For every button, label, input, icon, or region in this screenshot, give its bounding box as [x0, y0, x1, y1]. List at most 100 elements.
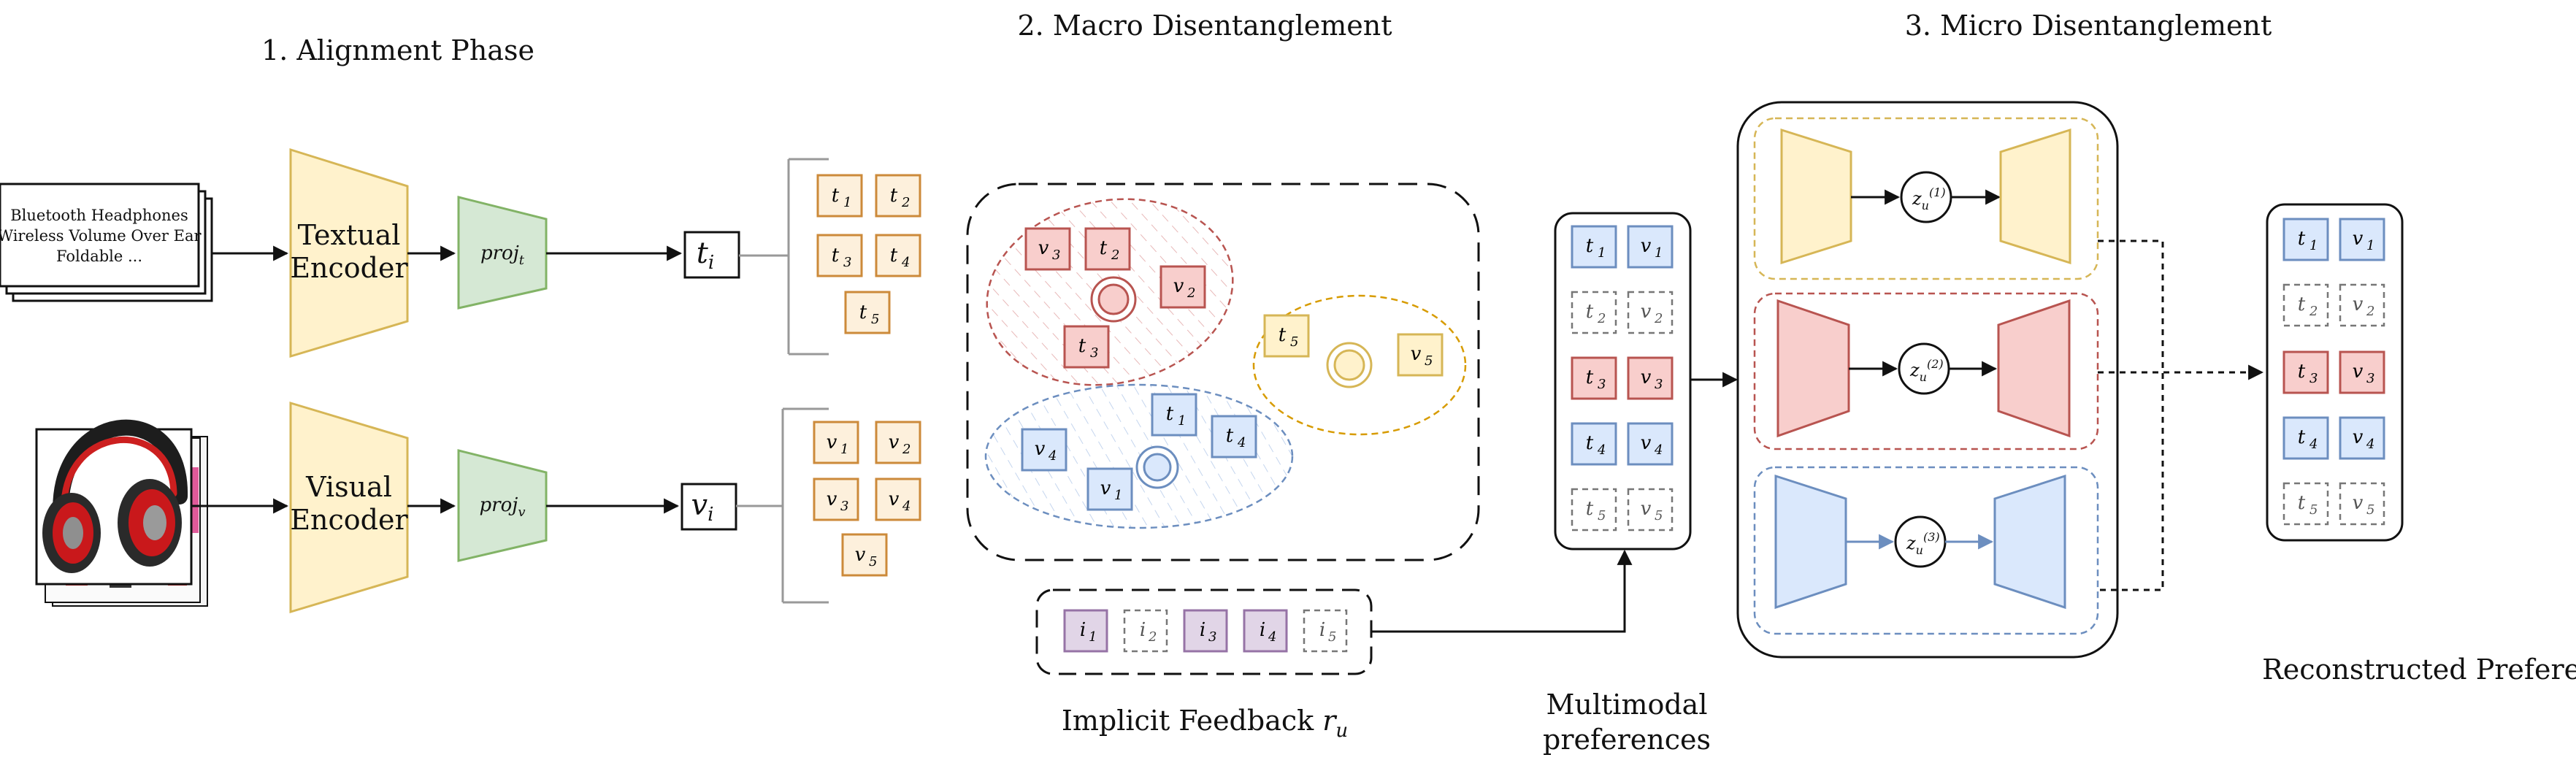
- text-embedding-box: [683, 231, 740, 279]
- latent-z1-label: zu(1): [1912, 185, 1946, 212]
- svg-text:v: v: [2353, 361, 2364, 383]
- svg-text:t: t: [1166, 403, 1174, 425]
- svg-text:v: v: [2353, 228, 2364, 250]
- textual-encoder: [289, 147, 409, 358]
- svg-text:4: 4: [1237, 435, 1246, 450]
- vae-3-frame: [1753, 466, 2099, 635]
- textual-encoder-label-1: Textual: [298, 219, 401, 251]
- svg-text:v: v: [1641, 235, 1652, 257]
- svg-text:3: 3: [1090, 345, 1098, 361]
- svg-text:t: t: [2298, 492, 2306, 514]
- svg-text:4: 4: [1268, 629, 1276, 645]
- svg-text:5: 5: [1655, 508, 1663, 523]
- svg-text:2: 2: [901, 195, 910, 210]
- svg-text:1: 1: [2366, 238, 2374, 253]
- svg-text:2: 2: [1111, 248, 1119, 263]
- text-bracket: [739, 158, 829, 356]
- svg-text:4: 4: [902, 499, 911, 514]
- svg-text:v: v: [1100, 477, 1111, 499]
- svg-text:4: 4: [1654, 442, 1663, 458]
- svg-text:1: 1: [1114, 488, 1122, 503]
- svg-text:3: 3: [2309, 371, 2318, 386]
- red-cluster-center: [1090, 276, 1137, 323]
- svg-text:t: t: [832, 245, 840, 266]
- svg-text:1: 1: [1655, 245, 1663, 261]
- reconstructed-preferences-label: Reconstructed Preferences: [2262, 653, 2576, 686]
- svg-text:t: t: [1586, 301, 1594, 323]
- svg-text:1: 1: [1089, 629, 1097, 645]
- yellow-cluster-center: [1326, 342, 1373, 388]
- svg-text:v: v: [1641, 367, 1652, 388]
- svg-text:4: 4: [1048, 448, 1057, 464]
- svg-text:5: 5: [1425, 353, 1433, 369]
- visual-projection-label: projv: [480, 494, 526, 520]
- vae-1-encoder: [1780, 128, 1852, 265]
- svg-text:v: v: [1173, 275, 1184, 297]
- svg-text:i: i: [1260, 619, 1265, 641]
- svg-text:2: 2: [1597, 311, 1606, 326]
- svg-text:v: v: [1641, 432, 1652, 454]
- visual-projection: [457, 449, 548, 562]
- svg-text:v: v: [1641, 498, 1652, 520]
- svg-text:t: t: [1586, 235, 1594, 257]
- alignment-phase-title: 1. Alignment Phase: [261, 34, 534, 66]
- svg-text:t: t: [890, 185, 898, 207]
- svg-text:5: 5: [1290, 334, 1298, 350]
- svg-text:3: 3: [2366, 371, 2374, 386]
- svg-text:t: t: [2298, 361, 2306, 383]
- visual-encoder-label-2: Encoder: [290, 504, 408, 536]
- svg-text:t: t: [2298, 228, 2306, 250]
- svg-text:4: 4: [2366, 437, 2374, 452]
- headphones-picture: [42, 419, 188, 573]
- svg-text:5: 5: [1598, 508, 1606, 523]
- svg-text:4: 4: [901, 255, 910, 270]
- svg-text:1: 1: [2309, 238, 2318, 253]
- svg-text:v: v: [2353, 492, 2364, 514]
- arrow-feedback-to-multimodal: [1371, 549, 1633, 633]
- svg-text:v: v: [2353, 294, 2364, 315]
- textual-encoder-label-2: Encoder: [290, 252, 408, 284]
- latent-z3-label: zu(3): [1906, 530, 1940, 557]
- product-text-line3: Foldable ...: [56, 248, 142, 265]
- svg-text:v: v: [1641, 301, 1652, 323]
- yellow-cluster: [1252, 294, 1467, 436]
- visual-embedding-label: vi: [691, 488, 714, 526]
- svg-text:t: t: [890, 245, 898, 266]
- product-text-line2: Wireless Volume Over Ear: [0, 227, 202, 245]
- text-projection-label: projt: [480, 242, 525, 268]
- svg-text:t: t: [2298, 294, 2306, 315]
- svg-text:5: 5: [1328, 629, 1336, 645]
- svg-text:v: v: [1038, 237, 1049, 259]
- svg-text:5: 5: [2309, 502, 2318, 518]
- svg-text:3: 3: [840, 499, 848, 514]
- svg-text:1: 1: [1598, 245, 1606, 261]
- svg-text:t: t: [1279, 324, 1287, 346]
